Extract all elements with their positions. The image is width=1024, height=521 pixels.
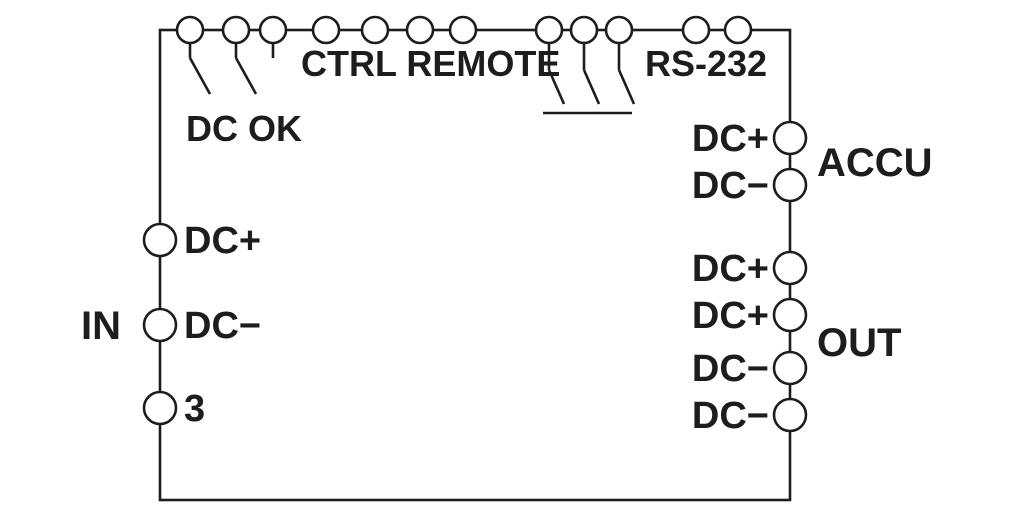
- out-dc-minus-1-label: DC−: [692, 348, 769, 390]
- out-terminal-dc-minus-1: [772, 350, 808, 386]
- out-dc-plus-2-label: DC+: [692, 295, 769, 337]
- accu-terminal-dc-plus: [772, 120, 808, 156]
- in-dc-plus-label: DC+: [184, 220, 261, 262]
- out-terminal-dc-plus-1: [772, 250, 808, 286]
- out-terminal-dc-minus-2: [772, 397, 808, 433]
- out-dc-plus-1-label: DC+: [692, 248, 769, 290]
- top-terminal-11: [681, 15, 711, 45]
- accu-dc-plus-label: DC+: [692, 118, 769, 160]
- in-terminal-dc-plus: [142, 222, 178, 258]
- accu-group-label: ACCU: [817, 141, 933, 185]
- in-dc-minus-label: DC−: [184, 305, 261, 347]
- in-terminal-3-label: 3: [184, 388, 205, 430]
- top-terminal-10: [604, 15, 634, 45]
- dc-ok-label: DC OK: [186, 108, 302, 149]
- top-terminal-9: [569, 15, 599, 45]
- dc-ok-contact-symbol: [188, 43, 275, 95]
- in-terminal-3: [142, 390, 178, 426]
- top-terminal-7: [448, 15, 478, 45]
- top-terminal-6: [405, 15, 435, 45]
- top-terminal-5: [360, 15, 390, 45]
- out-terminal-dc-plus-2: [772, 297, 808, 333]
- top-terminal-8: [534, 15, 564, 45]
- top-terminal-4: [311, 15, 341, 45]
- input-terminals: [142, 222, 178, 426]
- in-terminal-dc-minus: [142, 307, 178, 343]
- out-dc-minus-2-label: DC−: [692, 395, 769, 437]
- out-group-label: OUT: [817, 321, 901, 365]
- in-group-label: IN: [81, 304, 121, 348]
- top-terminal-2: [221, 15, 251, 45]
- top-terminals: [175, 15, 753, 45]
- right-terminals: [772, 120, 808, 433]
- rs232-label: RS-232: [645, 43, 767, 84]
- accu-terminal-dc-minus: [772, 167, 808, 203]
- top-terminal-12: [723, 15, 753, 45]
- ctrl-remote-label: CTRL REMOTE: [301, 43, 560, 84]
- top-terminal-1: [175, 15, 205, 45]
- remote-switch-symbol: [543, 43, 636, 115]
- top-terminal-3: [258, 15, 288, 45]
- accu-dc-minus-label: DC−: [692, 165, 769, 207]
